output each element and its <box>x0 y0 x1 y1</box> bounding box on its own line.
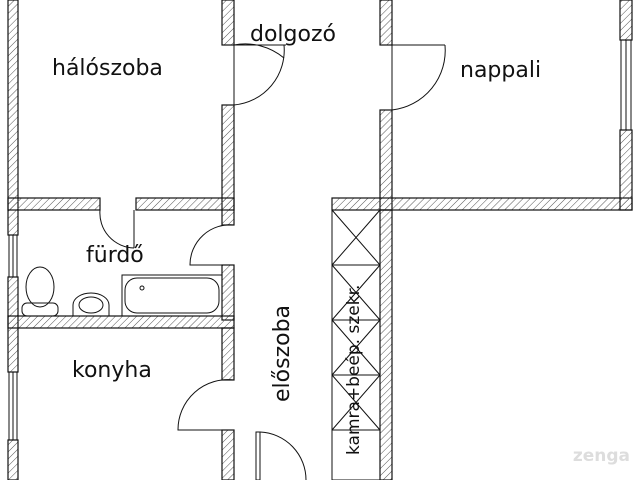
room-label-hall: előszoba <box>270 304 295 402</box>
toilet-icon <box>25 266 55 308</box>
windows <box>8 39 632 441</box>
pantry-shelves <box>331 209 381 480</box>
room-label-pantry: kamra+beép. szekr. <box>344 284 364 455</box>
walls <box>7 0 633 480</box>
room-label-living: nappali <box>460 58 542 83</box>
bathtub-icon <box>121 274 223 317</box>
room-label-bathroom: fürdő <box>86 243 144 268</box>
room-label-bedroom: hálószoba <box>52 56 163 81</box>
doors <box>99 43 446 480</box>
bathroom-fixtures <box>21 266 223 317</box>
room-label-kitchen: konyha <box>72 358 152 383</box>
room-label-study: dolgozó <box>250 22 336 47</box>
sink-icon <box>72 292 110 316</box>
watermark-logo: zenga <box>572 446 630 466</box>
